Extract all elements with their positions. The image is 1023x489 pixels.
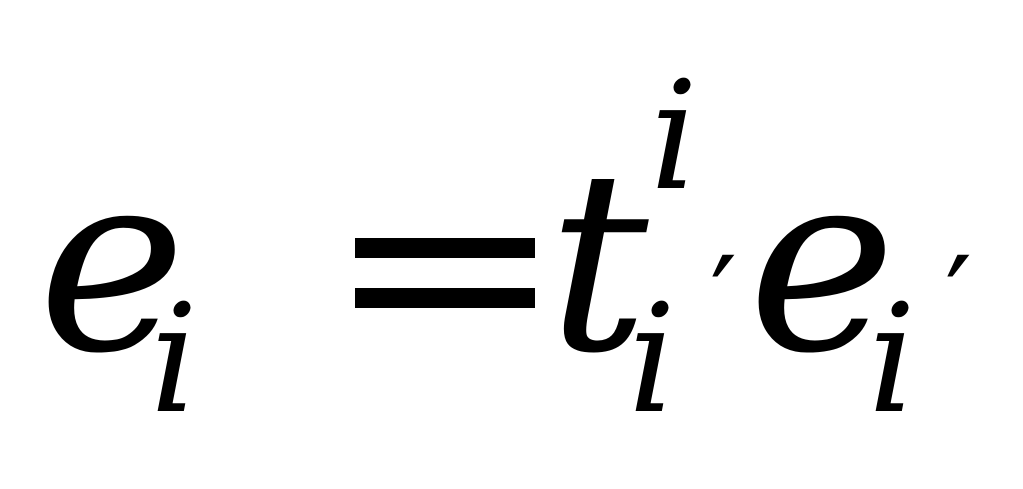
rhs-base-e: e xyxy=(748,117,896,408)
t-base: t xyxy=(548,117,649,408)
t-subscript-prime: ′ xyxy=(710,232,738,371)
t-subscript-i: i xyxy=(628,273,676,447)
e-subscript-prime: ′ xyxy=(945,232,973,371)
t-superscript-i: i xyxy=(650,50,698,224)
lhs-base-e: e xyxy=(38,117,186,408)
e-subscript-i: i xyxy=(868,273,916,447)
lhs-subscript-i: i xyxy=(150,273,198,447)
equals-sign xyxy=(355,238,535,308)
